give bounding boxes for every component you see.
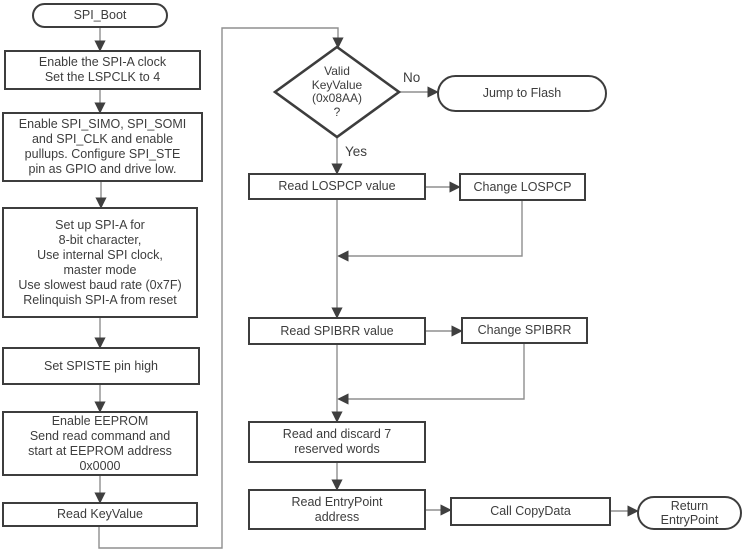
node-valid-keyvalue-label: Valid KeyValue (0x08AA) ? (311, 64, 363, 119)
node-return-entrypoint-label: Return EntryPoint (660, 499, 719, 527)
node-enable-pins-label: Enable SPI_SIMO, SPI_SOMI and SPI_CLK an… (18, 117, 187, 176)
node-return-entrypoint: Return EntryPoint (637, 496, 742, 530)
node-jump-to-flash-label: Jump to Flash (482, 86, 562, 100)
node-read-entrypoint-label: Read EntryPoint address (291, 494, 383, 524)
node-start-label: SPI_Boot (73, 8, 127, 22)
node-change-spibrr-label: Change SPIBRR (477, 323, 572, 337)
node-read-keyvalue: Read KeyValue (2, 502, 198, 527)
node-enable-pins: Enable SPI_SIMO, SPI_SOMI and SPI_CLK an… (2, 112, 203, 182)
node-set-spiste-label: Set SPISTE pin high (44, 358, 158, 373)
node-read-discard-label: Read and discard 7 reserved words (282, 427, 392, 456)
node-change-lospcp: Change LOSPCP (459, 173, 586, 201)
node-read-keyvalue-label: Read KeyValue (57, 507, 143, 521)
edge-label-no: No (403, 70, 421, 85)
edge-read-keyvalue-to-decision (98, 27, 344, 549)
node-enable-clock: Enable the SPI-A clock Set the LSPCLK to… (4, 50, 201, 90)
node-read-spibrr-label: Read SPIBRR value (280, 323, 394, 338)
node-call-copydata-label: Call CopyData (490, 504, 571, 518)
node-valid-keyvalue-decision: Valid KeyValue (0x08AA) ? (279, 61, 395, 123)
edge-change-lospcp-return (337, 201, 523, 262)
node-enable-eeprom-label: Enable EEPROM Send read command and star… (28, 413, 172, 473)
decision-diamond-shape (272, 45, 402, 139)
node-read-discard: Read and discard 7 reserved words (248, 421, 426, 463)
node-jump-to-flash: Jump to Flash (437, 75, 607, 112)
node-set-spiste: Set SPISTE pin high (2, 347, 200, 385)
node-enable-clock-label: Enable the SPI-A clock Set the LSPCLK to… (38, 55, 167, 84)
node-read-lospcp-label: Read LOSPCP value (278, 179, 396, 193)
edge-change-spibrr-return (337, 344, 525, 405)
node-read-spibrr: Read SPIBRR value (248, 317, 426, 345)
edge-label-yes: Yes (345, 144, 368, 159)
node-setup-spia-label: Set up SPI-A for 8-bit character, Use in… (18, 217, 182, 307)
node-call-copydata: Call CopyData (450, 497, 611, 526)
node-change-spibrr: Change SPIBRR (461, 317, 588, 344)
node-read-entrypoint: Read EntryPoint address (248, 489, 426, 530)
node-setup-spia: Set up SPI-A for 8-bit character, Use in… (2, 207, 198, 318)
node-start: SPI_Boot (32, 3, 168, 28)
node-read-lospcp: Read LOSPCP value (248, 173, 426, 200)
node-change-lospcp-label: Change LOSPCP (473, 179, 572, 194)
node-enable-eeprom: Enable EEPROM Send read command and star… (2, 411, 198, 476)
